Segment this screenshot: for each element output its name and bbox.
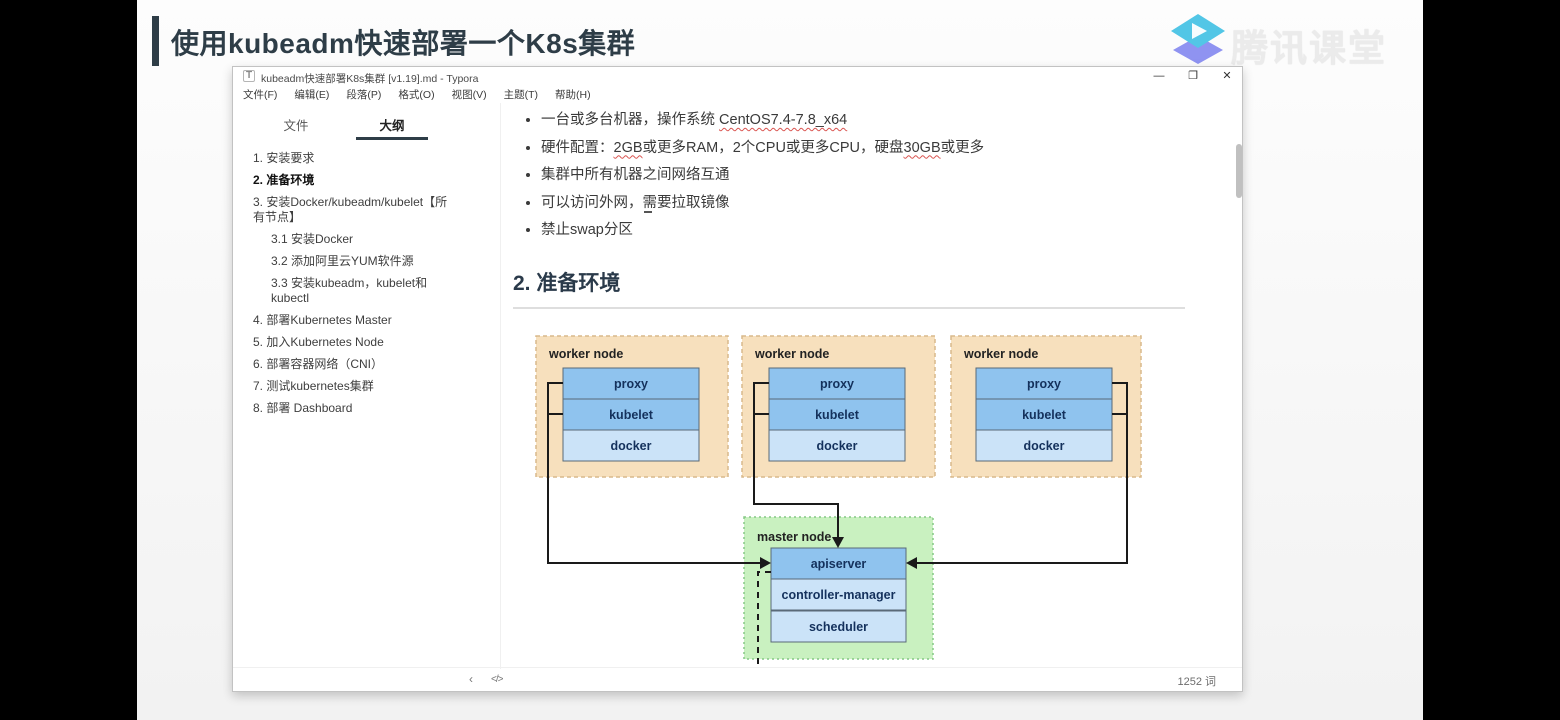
outline-item[interactable]: 3.2 添加阿里云YUM软件源 — [271, 254, 414, 268]
component-label-kubelet: kubelet — [609, 408, 654, 422]
outline-item[interactable]: 3. 安装Docker/kubeadm/kubelet【所有节点】 — [253, 195, 448, 224]
component-box-docker — [562, 429, 700, 462]
bullet-item: 集群中所有机器之间网络互通 — [541, 166, 1244, 185]
arrowhead-worker2 — [832, 537, 844, 548]
arrowhead-worker1 — [760, 557, 771, 569]
component-label-docker: docker — [817, 439, 858, 453]
menu-item[interactable]: 段落(P) — [346, 89, 382, 101]
worker-node-1-title: worker node — [548, 347, 623, 361]
stray-dash-artifact — [644, 211, 652, 213]
sidebar-toggle-icon[interactable]: ‹ — [469, 672, 473, 686]
master-node-title: master node — [757, 530, 831, 544]
worker-node-2-title: worker node — [754, 347, 829, 361]
component-label-scheduler: scheduler — [809, 620, 868, 634]
outline-list: 1. 安装要求 2. 准备环境 3. 安装Docker/kubeadm/kubele… — [233, 151, 501, 423]
outline-item[interactable]: 5. 加入Kubernetes Node — [253, 335, 384, 349]
spellchecked-text: 2GB — [613, 139, 643, 156]
minimize-button[interactable]: — — [1153, 70, 1165, 82]
bullet-item: 禁止swap分区 — [541, 221, 1244, 240]
connector-worker2-to-apiserver — [753, 382, 839, 537]
component-label-controller-manager: controller-manager — [782, 588, 896, 602]
dashed-connector-apiserver-down — [757, 571, 771, 667]
source-code-mode-icon[interactable]: </> — [491, 674, 504, 685]
section-heading: 2. 准备环境 — [513, 272, 621, 295]
menu-item[interactable]: 编辑(E) — [294, 89, 330, 101]
outline-item[interactable]: 3.1 安装Docker — [271, 232, 354, 246]
menu-item[interactable]: 视图(V) — [451, 89, 487, 101]
tab-files[interactable]: 文件 — [283, 119, 309, 133]
component-box-apiserver — [770, 547, 907, 580]
scrollbar-thumb[interactable] — [1236, 144, 1242, 198]
outline-item[interactable]: 1. 安装要求 — [253, 151, 315, 165]
maximize-button[interactable]: ❐ — [1188, 70, 1198, 82]
component-box-docker — [975, 429, 1113, 462]
component-label-docker: docker — [611, 439, 652, 453]
bullet-text: 集群中所有机器之间网络互通 — [541, 167, 730, 183]
connector-worker1-to-apiserver — [547, 382, 760, 564]
component-label-proxy: proxy — [820, 377, 854, 391]
component-label-proxy: proxy — [614, 377, 648, 391]
menu-item[interactable]: 文件(F) — [243, 89, 278, 101]
outline-item[interactable]: 6. 部署容器网络（CNI） — [253, 357, 384, 371]
bullet-text: 硬件配置： — [541, 139, 614, 156]
course-slide-title: 使用kubeadm快速部署一个K8s集群 — [171, 28, 636, 59]
component-box-kubelet — [562, 398, 700, 431]
status-bar: ‹ </> 1252 词 — [233, 667, 1242, 691]
bullet-text: 一台或多台机器，操作系统 — [541, 112, 720, 128]
bullet-text: 可以访问外网，需要拉取镜像 — [541, 194, 730, 211]
active-tab-underline — [356, 137, 428, 140]
title-accent-bar — [152, 16, 159, 66]
heading-divider — [513, 307, 1185, 309]
worker-node-3-title: worker node — [963, 347, 1038, 361]
close-button[interactable]: ✕ — [1222, 70, 1232, 82]
bullet-text: 或更多RAM，2个CPU或更多CPU，硬盘 — [642, 139, 904, 156]
component-box-proxy — [975, 367, 1113, 400]
menu-item[interactable]: 帮助(H) — [555, 89, 591, 101]
sidebar: 文件 大纲 1. 安装要求 2. 准备环境 3. 安装Docker/kubeadm/… — [233, 103, 501, 669]
document-content[interactable]: 一台或多台机器，操作系统 CentOS7.4-7.8_x64硬件配置：2GB或更… — [501, 103, 1244, 669]
component-label-kubelet: kubelet — [815, 408, 860, 422]
outline-item[interactable]: 8. 部署 Dashboard — [253, 401, 353, 415]
component-box-docker — [768, 429, 906, 462]
component-label-kubelet: kubelet — [1022, 408, 1067, 422]
outline-item[interactable]: 4. 部署Kubernetes Master — [253, 313, 392, 327]
shared-screen-area: 使用kubeadm快速部署一个K8s集群 腾讯课堂 T kubeadm快速部署K… — [137, 0, 1423, 720]
bullet-text: 或更多 — [940, 139, 985, 156]
outline-item[interactable]: 3.3 安装kubeadm，kubelet和kubectl — [271, 276, 428, 305]
bullet-item: 一台或多台机器，操作系统 CentOS7.4-7.8_x64 — [541, 111, 1244, 130]
graduation-cap-play-icon — [1171, 14, 1225, 64]
typora-window: T kubeadm快速部署K8s集群 [v1.19].md - Typora —… — [232, 66, 1243, 692]
component-label-proxy: proxy — [1027, 377, 1061, 391]
component-box-proxy — [768, 367, 906, 400]
word-count: 1252 词 — [1177, 676, 1216, 688]
watermark-text: 腾讯课堂 — [1231, 28, 1387, 69]
window-titlebar[interactable]: T kubeadm快速部署K8s集群 [v1.19].md - Typora —… — [233, 67, 1242, 87]
menu-item[interactable]: 格式(O) — [398, 89, 435, 101]
menu-bar: 文件(F) 编辑(E) 段落(P) 格式(O) 视图(V) 主题(T) 帮助(H) — [237, 87, 593, 104]
arrowhead-worker3 — [906, 557, 917, 569]
spellchecked-text: 30GB — [903, 139, 941, 156]
bullet-item: 可以访问外网，需要拉取镜像 — [541, 194, 1244, 213]
component-label-docker: docker — [1024, 439, 1065, 453]
k8s-architecture-diagram: worker node proxy kubelet docker worker node… — [535, 335, 1142, 667]
menu-item[interactable]: 主题(T) — [503, 89, 539, 101]
outline-item[interactable]: 7. 测试kubernetes集群 — [253, 379, 374, 393]
bullet-item: 硬件配置：2GB或更多RAM，2个CPU或更多CPU，硬盘30GB或更多 — [541, 139, 1244, 158]
tab-outline[interactable]: 大纲 — [379, 119, 405, 133]
component-box-scheduler — [770, 610, 907, 643]
outline-item[interactable]: 2. 准备环境 — [253, 173, 315, 187]
connector-worker3-to-apiserver — [917, 382, 1128, 564]
requirements-bullet-list: 一台或多台机器，操作系统 CentOS7.4-7.8_x64硬件配置：2GB或更… — [501, 111, 1244, 240]
window-title: kubeadm快速部署K8s集群 [v1.19].md - Typora — [261, 73, 479, 85]
typora-app-icon: T — [243, 70, 255, 82]
spellchecked-text: CentOS7.4-7.8_x64 — [719, 112, 848, 128]
component-box-controller-manager — [770, 578, 907, 611]
tencent-classroom-watermark: 腾讯课堂 — [1169, 8, 1419, 69]
component-label-apiserver: apiserver — [811, 557, 867, 571]
bullet-text: 禁止swap分区 — [541, 222, 633, 238]
